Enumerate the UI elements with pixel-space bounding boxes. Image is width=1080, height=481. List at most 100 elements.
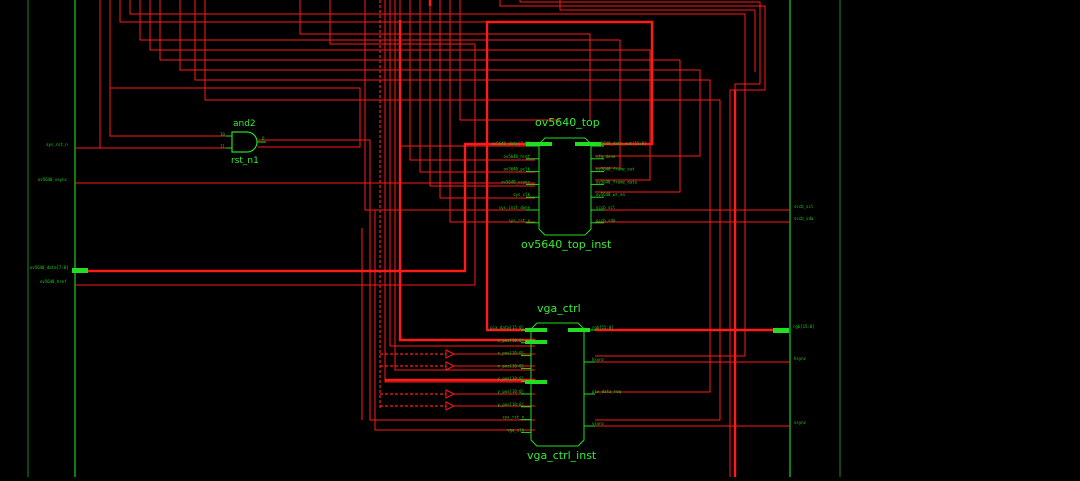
net-c[interactable] — [119, 0, 530, 23]
nets — [75, 0, 790, 477]
bus-ov-data-in[interactable] — [75, 142, 535, 273]
bus-pix[interactable] — [398, 20, 535, 342]
net-e[interactable] — [139, 0, 621, 169]
ov-out-pin-label-1: cfg_done — [596, 154, 616, 159]
buffer-4[interactable] — [445, 401, 456, 411]
gate-pin-in0-label: I0 — [220, 132, 225, 137]
ov-block-outline — [538, 137, 592, 236]
net-a[interactable] — [75, 0, 101, 149]
vga-pin-pix-data[interactable] — [525, 328, 547, 332]
port-label-ov-vsync: ov5640_vsync — [38, 177, 67, 182]
port-ov-data[interactable] — [72, 268, 88, 273]
net-x3[interactable] — [384, 0, 535, 383]
buffer-2[interactable] — [445, 361, 456, 371]
ov-in-pin-label-0: ov5640_data[7:0] — [491, 141, 530, 146]
ov-out-pin-label-4: ov5640_wr_en — [596, 192, 625, 197]
vga-instance-name: vga_ctrl_inst — [527, 449, 597, 462]
ov-out-pin-label-6: sccb_sda — [596, 218, 616, 223]
ov-in-pin-label-2: ov5640_pclk — [504, 167, 531, 172]
ov-out-pin-label-3: ov5640_frame_data — [596, 179, 638, 184]
port-label-hsync: hsync — [794, 356, 807, 361]
vga-in-pin-label-5: y_pos[10:0] — [498, 389, 525, 394]
net-k[interactable] — [110, 87, 361, 148]
ov-output-pins: ov5640_data_out[15:0] cfg_done ov5640_fram… — [591, 141, 647, 224]
bus-ov-data-out[interactable] — [485, 20, 654, 332]
vga-in-pin-label-0: pix_data[15:0] — [490, 325, 524, 330]
net-p[interactable] — [409, 0, 535, 161]
gate-pin-in1-label: I1 — [220, 144, 225, 149]
port-label-rgb: rgb[15:0] — [793, 324, 815, 329]
vga-out-pin-label-2: pix_data_req — [592, 389, 621, 394]
ov-in-pin-label-4: sys_clk — [513, 192, 530, 197]
vga-in-pin-label-3: x_pos[10:0] — [498, 363, 525, 368]
buffers — [445, 349, 456, 411]
net-g[interactable] — [159, 0, 681, 193]
ov-instance-name: ov5640_top_inst — [521, 238, 612, 251]
left-ports: sys_rst_n ov5640_vsync ov5640_data[7:0] … — [30, 142, 88, 284]
buffer-3[interactable] — [445, 389, 456, 399]
port-rgb[interactable] — [773, 328, 789, 333]
vga-block-outline — [530, 322, 585, 447]
net-vga-clk[interactable] — [374, 210, 535, 431]
vga-in-pin-label-7: sys_rst_n — [502, 415, 524, 420]
ov-pin-data-in[interactable] — [526, 142, 552, 146]
net-n[interactable] — [364, 0, 535, 211]
port-label-sccb-scl: sccb_scl — [794, 204, 814, 209]
ov-in-pin-label-1: ov5640_href — [504, 154, 531, 159]
ov-pin-data-out[interactable] — [575, 142, 601, 146]
ov-in-pin-label-3: ov5640_vsync — [501, 179, 530, 184]
ov-out-pin-label-5: sccb_scl — [596, 205, 616, 210]
net-x2[interactable] — [394, 0, 535, 371]
net-d[interactable] — [129, 0, 746, 357]
port-label-ov-href: ov5640_href — [40, 279, 67, 284]
net-q[interactable] — [419, 0, 535, 173]
ov5640-top-block[interactable]: ov5640_top ov5640_data[7:0]ov5640_hrefov… — [491, 116, 646, 251]
ov-out-pin-label-2: ov5640_frame_out — [596, 167, 635, 172]
net-href-in[interactable] — [75, 160, 476, 286]
net-h[interactable] — [179, 0, 701, 157]
net-u[interactable] — [459, 0, 560, 121]
vga-out-pin-label-1: hsync — [592, 357, 605, 362]
net-f[interactable] — [149, 0, 651, 181]
ov-in-pin-label-6: sys_rst_n — [508, 218, 530, 223]
net-j[interactable] — [204, 0, 721, 421]
right-ports: sccb_scl sccb_sda rgb[15:0] hsync vsync — [773, 204, 815, 425]
vga-pin-x-pos-2[interactable] — [525, 380, 547, 384]
vga-in-pin-label-1: x_pos[10:0] — [498, 338, 525, 343]
vga-in-pin-label-4: x_pos[10:0] — [498, 376, 525, 381]
buffer-1[interactable] — [445, 349, 456, 359]
net-t[interactable] — [449, 0, 535, 223]
vga-pin-rgb[interactable] — [568, 328, 590, 332]
buffer-out-nets — [454, 353, 535, 407]
net-v[interactable] — [499, 0, 766, 477]
net-b[interactable] — [109, 0, 232, 137]
vga-in-pin-label-8: vga_clk — [507, 427, 524, 432]
net-i[interactable] — [194, 0, 711, 393]
vga-input-pins: pix_data[15:0] x_pos[10:0] x_pos[10:0] x_po… — [490, 325, 531, 433]
vga-in-pin-label-6: y_pos[10:0] — [498, 402, 525, 407]
buses — [75, 0, 790, 477]
vga-in-pin-label-2: x_pos[10:0] — [498, 351, 525, 356]
net-x1[interactable] — [389, 0, 535, 347]
ov-out-pin-label-0: ov5640_data_out[15:0] — [596, 141, 647, 146]
net-r[interactable] — [429, 0, 535, 187]
gate-pin-out-label: O — [262, 136, 265, 141]
net-x[interactable] — [559, 0, 756, 72]
net-s[interactable] — [439, 0, 535, 199]
gate-instance-label: rst_n1 — [231, 156, 259, 166]
vga-out-pin-label-3: vsync — [592, 421, 605, 426]
vga-ctrl-block[interactable]: vga_ctrl pix_data[15:0] x_pos[10:0] x_pos[… — [490, 302, 621, 462]
ov-block-name: ov5640_top — [535, 116, 600, 129]
and-gate-icon — [231, 131, 258, 153]
net-gate-out[interactable] — [258, 139, 535, 421]
vga-block-name: vga_ctrl — [537, 302, 581, 315]
and2-gate[interactable]: and2 I0 I1 O rst_n1 — [220, 119, 266, 166]
vga-pin-x-pos-1[interactable] — [525, 340, 547, 344]
ov-input-pins: ov5640_data[7:0] ov5640_href ov5640_pclkov… — [491, 141, 539, 224]
net-l[interactable] — [299, 0, 591, 120]
port-label-sccb-sda: sccb_sda — [794, 216, 814, 221]
dashed-nets — [379, 0, 450, 408]
